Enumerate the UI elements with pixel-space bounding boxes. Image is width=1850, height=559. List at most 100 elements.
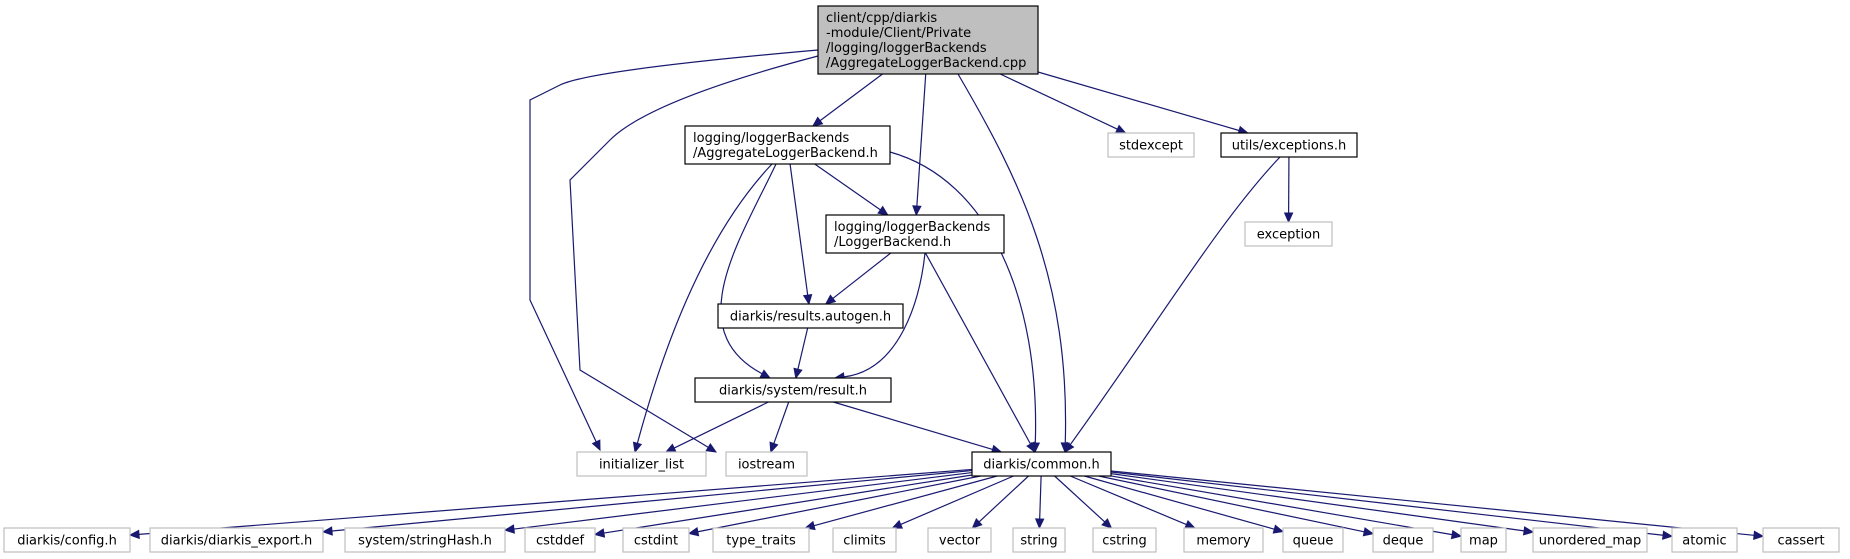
node-label: diarkis/config.h xyxy=(17,534,117,549)
edge-agg_h-to-initializer_list xyxy=(632,163,773,454)
node-box xyxy=(832,527,897,553)
node-common_h[interactable]: diarkis/common.h xyxy=(971,451,1112,477)
node-box xyxy=(694,377,892,403)
node-box xyxy=(1012,527,1066,553)
node-label: diarkis/system/result.h xyxy=(719,384,867,399)
edge-exceptions_h-to-common_h xyxy=(1064,156,1281,453)
node-box xyxy=(149,527,324,553)
node-cassert[interactable]: cassert xyxy=(1762,527,1840,553)
node-box xyxy=(344,527,506,553)
node-box xyxy=(1183,527,1264,553)
node-box xyxy=(825,214,1005,254)
edge-common_h-to-stringhash xyxy=(503,471,973,534)
node-cstdint[interactable]: cstdint xyxy=(622,527,690,553)
node-label: utils/exceptions.h xyxy=(1232,139,1346,154)
node-exceptions_h[interactable]: utils/exceptions.h xyxy=(1220,132,1358,158)
node-label: /AggregateLoggerBackend.h xyxy=(693,146,878,161)
edge-root-to-exceptions_h xyxy=(1037,71,1249,135)
node-box xyxy=(717,303,904,329)
edge-result_h-to-common_h xyxy=(833,401,1003,454)
node-root[interactable]: client/cpp/diarkis-module/Client/Private… xyxy=(817,5,1039,75)
node-diarkis_export[interactable]: diarkis/diarkis_export.h xyxy=(149,527,324,553)
edge-common_h-to-map xyxy=(1110,475,1463,540)
node-initializer_list[interactable]: initializer_list xyxy=(576,451,707,477)
node-stdexcept[interactable]: stdexcept xyxy=(1107,132,1195,158)
node-results_autogen[interactable]: diarkis/results.autogen.h xyxy=(717,303,904,329)
node-result_h[interactable]: diarkis/system/result.h xyxy=(694,377,892,403)
edge-agg_h-to-common_h xyxy=(889,151,1041,454)
node-memory[interactable]: memory xyxy=(1183,527,1264,553)
edge-common_h-to-deque xyxy=(1098,475,1375,537)
node-box xyxy=(725,451,808,477)
edge-root-to-stdexcept xyxy=(999,73,1127,134)
node-atomic[interactable]: atomic xyxy=(1671,527,1738,553)
node-label: cassert xyxy=(1777,534,1824,549)
node-label: initializer_list xyxy=(599,458,684,473)
node-label: unordered_map xyxy=(1539,534,1642,549)
node-layer: client/cpp/diarkis-module/Client/Private… xyxy=(3,5,1840,553)
node-box xyxy=(1244,221,1333,247)
edge-common_h-to-queue xyxy=(1084,475,1285,534)
edge-result_h-to-iostream xyxy=(769,401,790,454)
node-label: string xyxy=(1020,534,1057,549)
node-iostream[interactable]: iostream xyxy=(725,451,808,477)
node-map[interactable]: map xyxy=(1460,527,1507,553)
node-deque[interactable]: deque xyxy=(1372,527,1434,553)
node-box xyxy=(1092,527,1157,553)
node-box xyxy=(1220,132,1358,158)
node-agg_h[interactable]: logging/loggerBackends/AggregateLoggerBa… xyxy=(684,125,891,165)
node-box xyxy=(576,451,707,477)
node-label: -module/Client/Private xyxy=(826,26,971,41)
node-type_traits[interactable]: type_traits xyxy=(712,527,810,553)
edge-root-to-common_h xyxy=(957,73,1071,454)
edge-results_autogen-to-result_h xyxy=(793,327,809,380)
node-label: memory xyxy=(1196,534,1251,549)
node-box xyxy=(712,527,810,553)
node-config_h[interactable]: diarkis/config.h xyxy=(3,527,131,553)
node-logger_h[interactable]: logging/loggerBackends/LoggerBackend.h xyxy=(825,214,1005,254)
edge-agg_h-to-logger_h xyxy=(814,163,889,216)
node-label: system/stringHash.h xyxy=(358,534,492,549)
edge-common_h-to-string xyxy=(1034,475,1045,530)
node-box xyxy=(1532,527,1648,553)
node-box xyxy=(3,527,131,553)
node-label: exception xyxy=(1257,228,1321,243)
node-label: cstddef xyxy=(536,534,585,549)
edge-common_h-to-atomic xyxy=(1110,471,1674,540)
node-box xyxy=(817,5,1039,75)
node-box xyxy=(927,527,992,553)
node-stringhash[interactable]: system/stringHash.h xyxy=(344,527,506,553)
edge-common_h-to-cassert xyxy=(1110,470,1765,540)
edge-common_h-to-unordered_map xyxy=(1110,473,1535,536)
node-label: diarkis/diarkis_export.h xyxy=(161,534,313,549)
node-label: deque xyxy=(1383,534,1424,549)
node-string[interactable]: string xyxy=(1012,527,1066,553)
edge-common_h-to-cstring xyxy=(1054,475,1113,529)
node-box xyxy=(1282,527,1344,553)
node-box xyxy=(971,451,1112,477)
edge-common_h-to-cstddef xyxy=(593,474,973,538)
edge-root-to-agg_h xyxy=(811,73,883,127)
node-climits[interactable]: climits xyxy=(832,527,897,553)
edge-common_h-to-vector xyxy=(971,475,1029,529)
node-unordered_map[interactable]: unordered_map xyxy=(1532,527,1648,553)
node-box xyxy=(1372,527,1434,553)
edge-result_h-to-initializer_list xyxy=(664,401,769,453)
node-label: vector xyxy=(939,534,981,549)
node-label: /LoggerBackend.h xyxy=(834,235,951,250)
node-label: logging/loggerBackends xyxy=(693,131,850,146)
edge-common_h-to-cstdint xyxy=(687,475,981,537)
node-cstring[interactable]: cstring xyxy=(1092,527,1157,553)
edge-agg_h-to-results_autogen xyxy=(789,163,813,306)
edge-common_h-to-config_h xyxy=(128,468,973,540)
edge-root-to-iostream xyxy=(569,55,819,453)
node-exception[interactable]: exception xyxy=(1244,221,1333,247)
edge-exceptions_h-to-exception xyxy=(1283,156,1294,224)
node-box xyxy=(1762,527,1840,553)
node-vector[interactable]: vector xyxy=(927,527,992,553)
edge-logger_h-to-common_h xyxy=(924,252,1036,454)
node-cstddef[interactable]: cstddef xyxy=(524,527,596,553)
node-label: type_traits xyxy=(726,534,796,549)
node-queue[interactable]: queue xyxy=(1282,527,1344,553)
